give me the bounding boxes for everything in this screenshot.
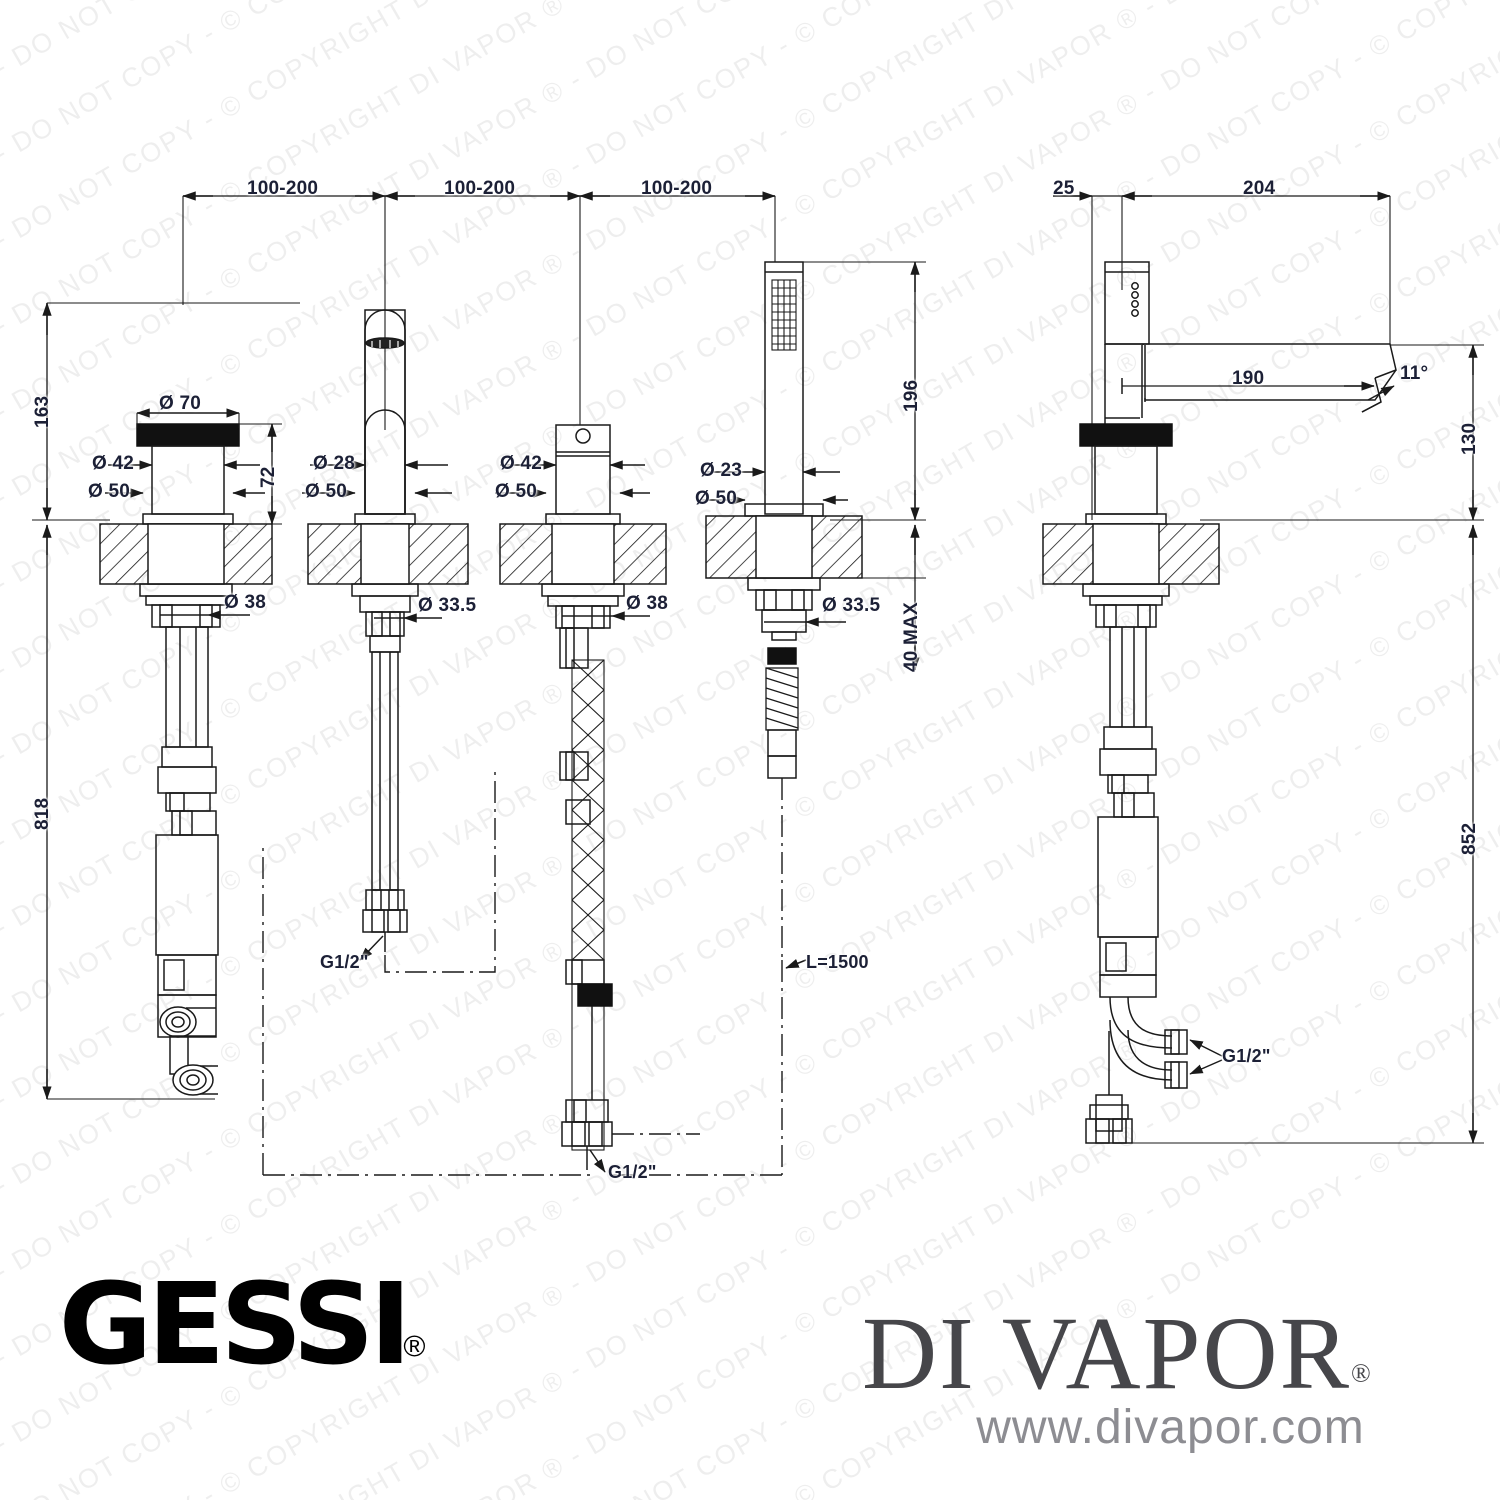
label-g12-spout: G1/2" <box>320 952 369 972</box>
dim-852: 852 <box>1459 822 1480 855</box>
dim-top-3: 100-200 <box>641 178 713 199</box>
dimension-196-40max <box>790 261 926 671</box>
dim-d335-handshower: Ø 33.5 <box>822 595 881 616</box>
dim-d42-handle: Ø 42 <box>92 453 134 474</box>
top-dimension-chain <box>182 191 776 430</box>
dim-d70: Ø 70 <box>159 393 201 414</box>
dim-190: 190 <box>1232 368 1265 389</box>
dimension-163 <box>32 302 300 521</box>
part-spout-assembly <box>262 309 590 1176</box>
divapor-registered-icon: ® <box>1350 1358 1371 1388</box>
dim-204: 204 <box>1243 178 1276 199</box>
label-g12-hose: G1/2" <box>608 1162 657 1182</box>
dim-163: 163 <box>32 395 53 428</box>
dim-top-1: 100-200 <box>247 178 319 199</box>
dim-25: 25 <box>1053 178 1075 199</box>
dim-d50-spout: Ø 50 <box>305 481 347 502</box>
dim-d38-handle: Ø 38 <box>224 592 266 613</box>
label-hose-length: L=1500 <box>806 952 869 972</box>
dim-d28-spout: Ø 28 <box>313 453 355 474</box>
part-side-elevation <box>1042 261 1397 1144</box>
divapor-wordmark: DI VAPOR <box>862 1296 1351 1411</box>
divapor-url: www.divapor.com <box>976 1401 1365 1454</box>
dim-196: 196 <box>901 379 922 412</box>
dimension-818 <box>42 524 215 1100</box>
dim-818: 818 <box>32 797 53 830</box>
part-handshower-assembly <box>612 261 863 1176</box>
part-handle-assembly <box>99 408 282 1096</box>
gessi-registered-icon: ® <box>403 1330 426 1364</box>
gessi-wordmark: GESSI <box>58 1260 412 1390</box>
gessi-logo: GESSI® <box>58 1260 426 1390</box>
part-diverter-assembly <box>495 424 667 1173</box>
dim-d23-handshower: Ø 23 <box>700 460 742 481</box>
dim-d50-handle: Ø 50 <box>88 481 130 502</box>
dim-40max: 40 MAX <box>901 602 922 672</box>
dim-angle-11: 11° <box>1400 363 1429 384</box>
dim-d335-spout: Ø 33.5 <box>418 595 477 616</box>
dim-72: 72 <box>258 466 279 488</box>
dimension-130-852 <box>1120 344 1484 1144</box>
dim-d42-diverter: Ø 42 <box>500 453 542 474</box>
dim-d38-diverter: Ø 38 <box>626 593 668 614</box>
right-top-dimension-chain <box>1053 191 1391 520</box>
label-g12-mixer: G1/2" <box>1222 1046 1271 1066</box>
divapor-logo: DI VAPOR® www.divapor.com <box>862 1302 1371 1455</box>
dim-d50-diverter: Ø 50 <box>495 481 537 502</box>
dim-d50-handshower: Ø 50 <box>695 488 737 509</box>
dim-130: 130 <box>1459 422 1480 455</box>
dim-top-2: 100-200 <box>444 178 516 199</box>
